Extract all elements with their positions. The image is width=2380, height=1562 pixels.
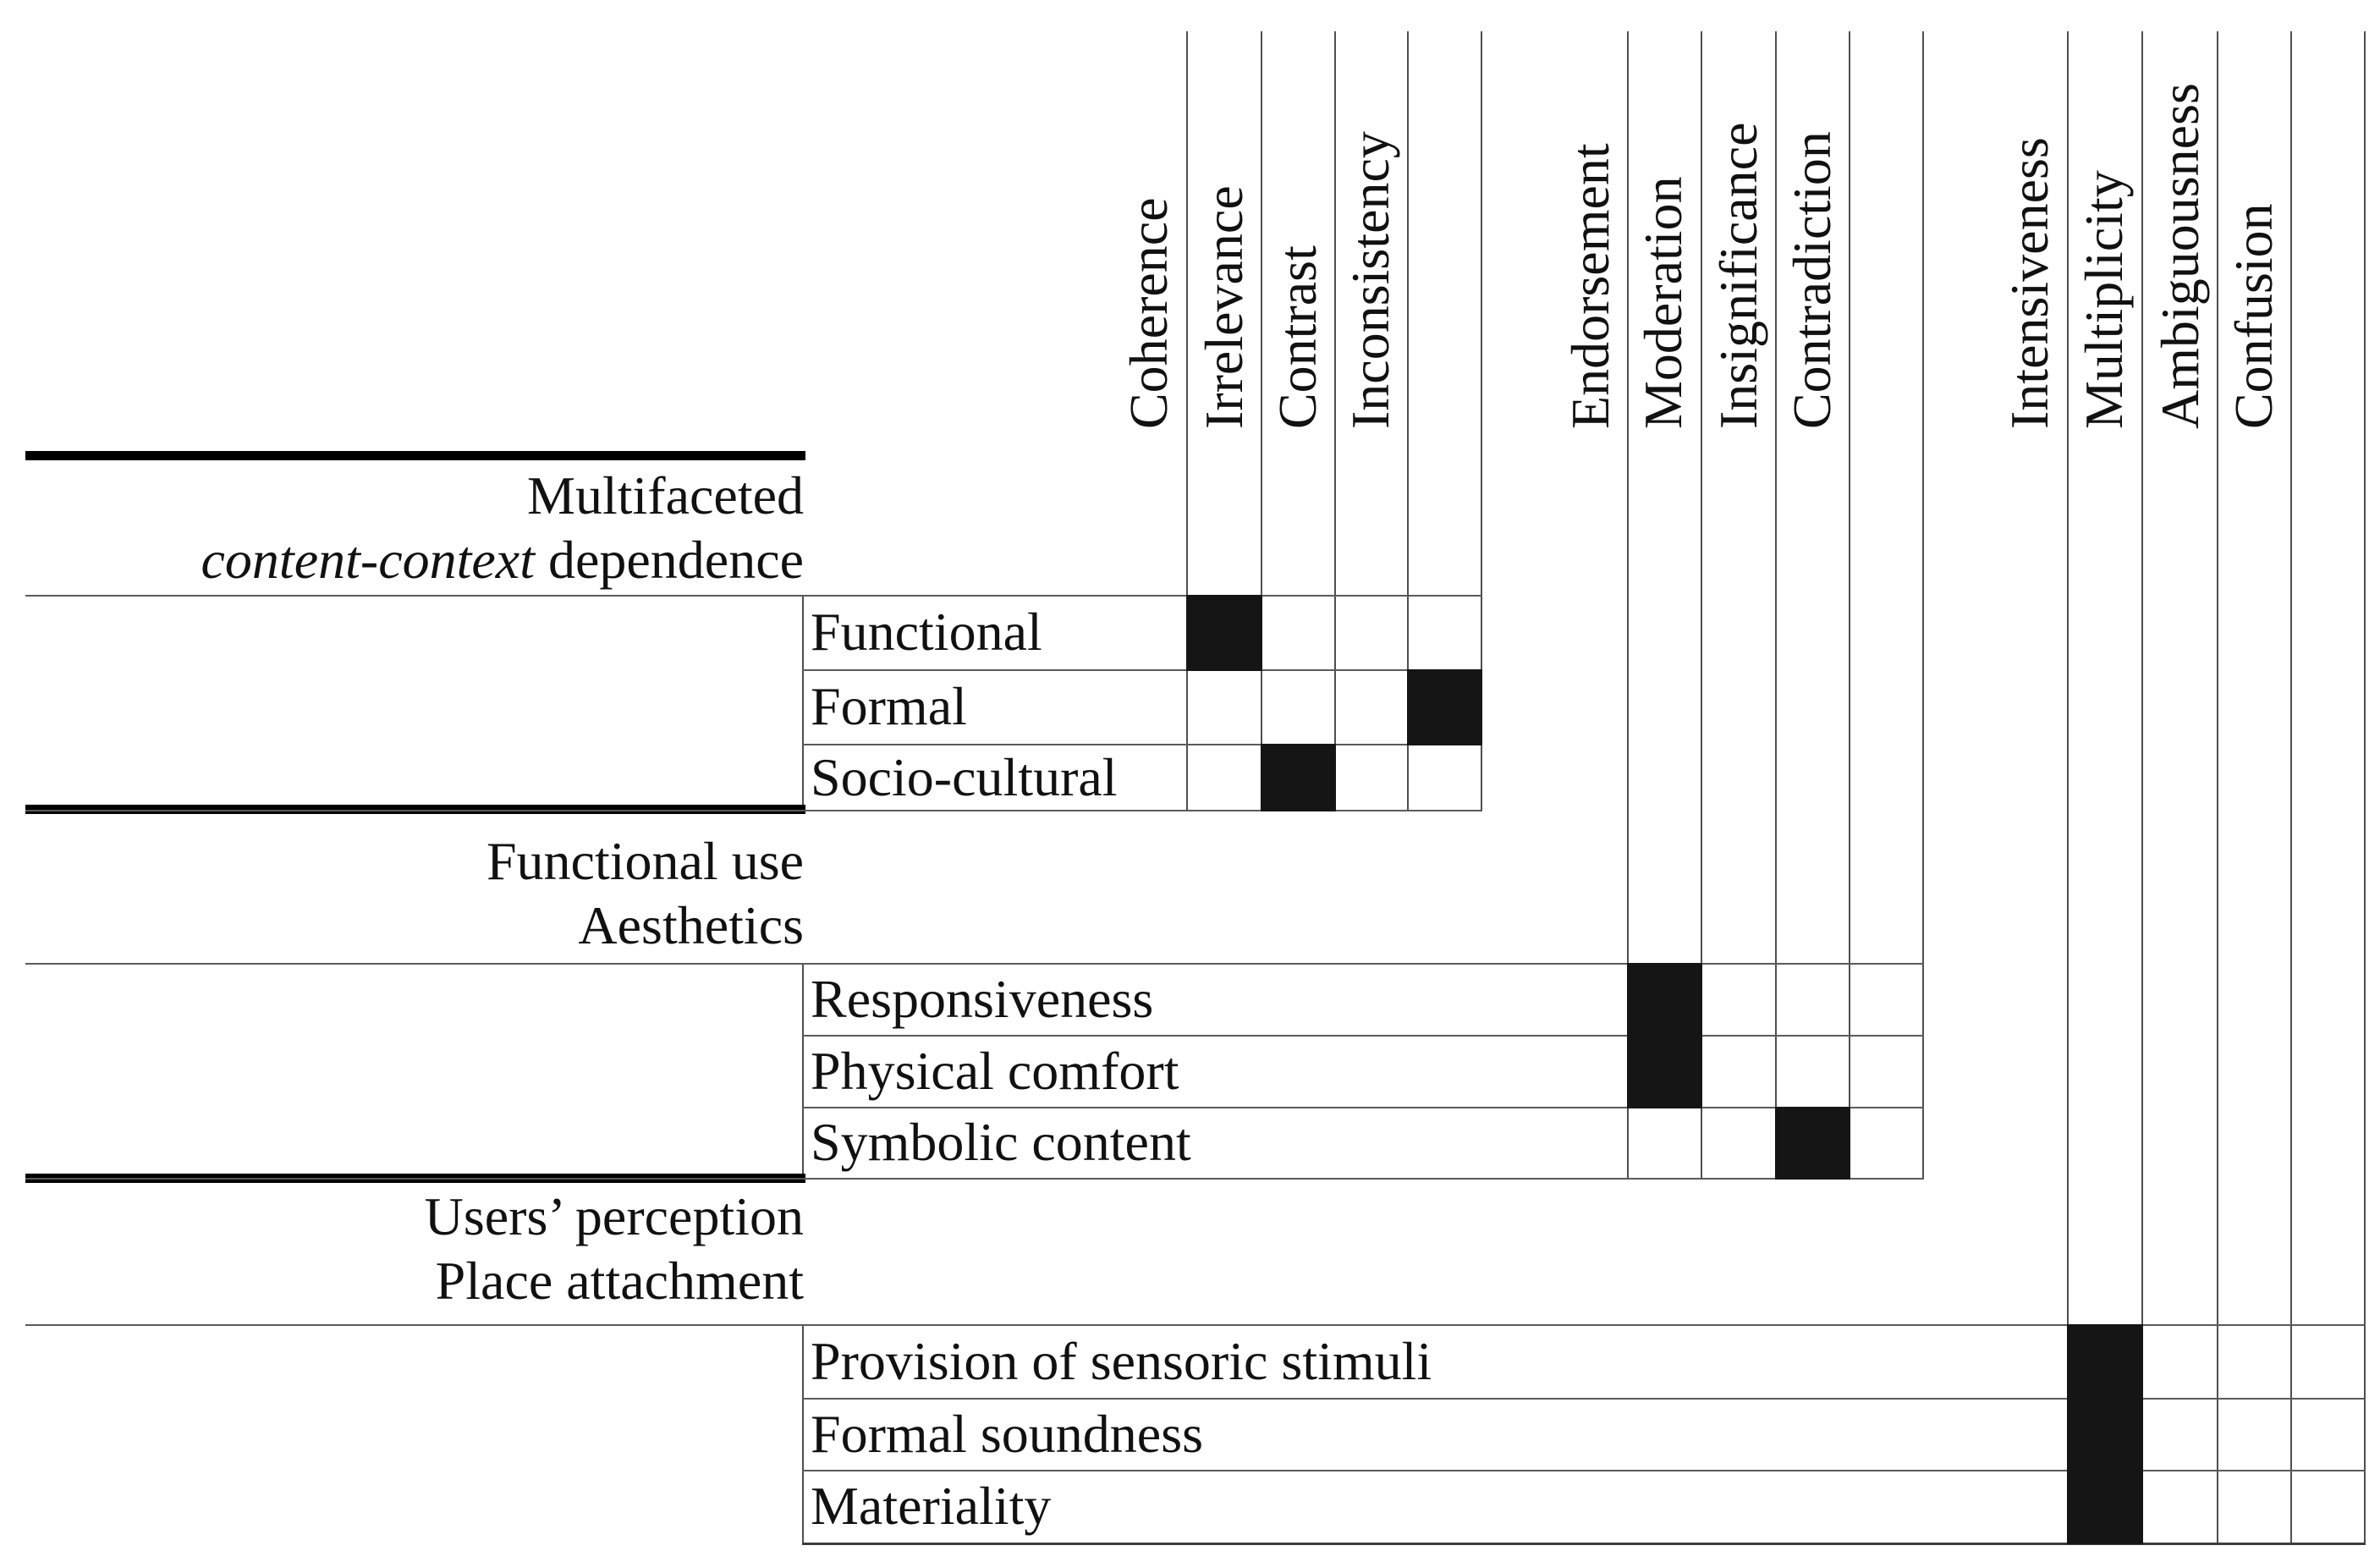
mark-formal-inconsistency (1407, 669, 1482, 745)
grid-line (1922, 31, 1924, 1180)
section-heading-functional-use-aesthetics: Functional use Aesthetics (0, 829, 804, 958)
row-label-formal-soundness: Formal soundness (811, 1403, 1203, 1464)
grid-line (802, 1107, 1924, 1108)
column-label-moderation: Moderation (1633, 176, 1693, 429)
mark-sensory-rows-intensiveness (2067, 1324, 2143, 1544)
heading-line: Functional use (486, 831, 804, 891)
grid-line (802, 744, 1482, 745)
heading-line: Users’ perception (424, 1186, 804, 1246)
grid-line (1627, 31, 1629, 1180)
grid-line (1186, 31, 1188, 811)
row-label-formal: Formal (811, 676, 967, 736)
column-label-contradiction: Contradiction (1782, 131, 1842, 429)
column-label-intensiveness: Intensiveness (1999, 137, 2059, 429)
column-label-coherence: Coherence (1119, 197, 1179, 429)
grid-line (1407, 31, 1409, 811)
mark-symboliccontent-insignificance (1775, 1107, 1850, 1180)
grid-line (25, 595, 1482, 597)
grid-line (25, 810, 1482, 811)
grid-line (2141, 31, 2143, 1544)
row-label-symbolic-content: Symbolic content (811, 1112, 1191, 1172)
row-label-socio-cultural: Socio-cultural (811, 746, 1118, 807)
row-label-physical-comfort: Physical comfort (811, 1040, 1179, 1101)
heading-line-italic-part: content-context (201, 530, 535, 590)
grid-line (2364, 31, 2366, 1544)
column-label-ambiguousness: Ambiguousness (2150, 83, 2210, 429)
heading-line: Multifaceted (527, 465, 804, 525)
grid-line (1849, 31, 1850, 1180)
grid-line (802, 595, 804, 811)
row-label-functional: Functional (811, 602, 1042, 662)
column-label-inconsistency: Inconsistency (1340, 131, 1400, 429)
section-heading-content-context-dependence: Multifaceted content-context dependence (0, 464, 805, 592)
column-label-endorsement: Endorsement (1560, 143, 1620, 429)
grid-line (1701, 31, 1702, 1180)
grid-line (2217, 31, 2218, 1544)
column-label-irrelevance: Irrelevance (1194, 185, 1254, 429)
grid-line (802, 1398, 2366, 1400)
grid-line (802, 1470, 2366, 1471)
grid-line (1261, 31, 1262, 811)
column-label-insignificance: Insignificance (1708, 122, 1768, 430)
grid-line (802, 1543, 2366, 1545)
column-label-contrast: Contrast (1267, 245, 1327, 429)
section-rule (25, 805, 805, 814)
grid-line (1775, 31, 1777, 1180)
heading-line: Aesthetics (578, 895, 804, 955)
grid-line (25, 1178, 1924, 1180)
section-rule (25, 451, 805, 460)
grid-line (25, 963, 1924, 965)
heading-line: Place attachment (435, 1251, 804, 1311)
heading-line-rest: dependence (534, 530, 804, 590)
mark-sociocultural-irrelevance (1261, 744, 1336, 811)
grid-line (1334, 31, 1336, 811)
mark-functional-coherence (1186, 595, 1262, 671)
grid-line (25, 1324, 2366, 1326)
grid-line (802, 1035, 1924, 1037)
row-label-provision-of-sensoric-stimuli: Provision of sensoric stimuli (811, 1330, 1432, 1391)
grid-line (802, 1324, 804, 1544)
row-label-materiality: Materiality (811, 1476, 1052, 1536)
grid-line (2290, 31, 2292, 1544)
column-label-confusion: Confusion (2223, 203, 2284, 429)
row-label-responsiveness: Responsiveness (811, 968, 1154, 1029)
grid-line (2067, 31, 2069, 1544)
mark-responsiveness-physicalcomfort-endorsement (1627, 963, 1702, 1108)
section-heading-users-perception-place-attachment: Users’ perception Place attachment (0, 1185, 804, 1313)
grid-line (802, 669, 1482, 671)
column-label-multiplicity: Multiplicity (2074, 170, 2134, 429)
grid-line (802, 963, 804, 1180)
grid-line (1481, 31, 1482, 811)
